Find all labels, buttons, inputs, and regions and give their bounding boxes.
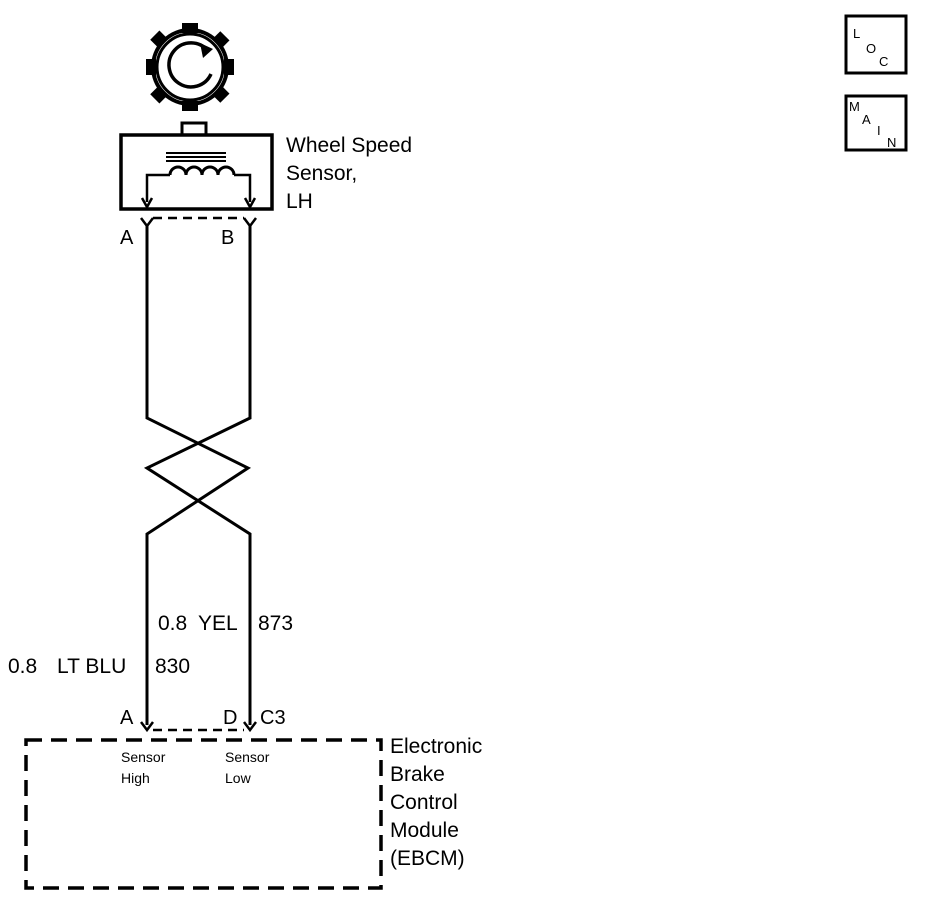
pin-a-desc-line2: High: [121, 770, 150, 786]
tone-wheel-icon: [146, 23, 234, 111]
sensor-pin-a: A: [120, 227, 134, 249]
twisted-pair-wires: [143, 226, 252, 725]
module-name-line4: Module: [390, 819, 459, 842]
wire-yel-color: YEL: [198, 612, 238, 635]
pin-d-desc-line1: Sensor: [225, 749, 270, 765]
module-name-line1: Electronic: [390, 735, 482, 758]
loc-letter-c: C: [879, 54, 888, 69]
module-pin-a: A: [120, 707, 134, 729]
module-name-line3: Control: [390, 791, 458, 814]
main-letter-m: M: [849, 99, 860, 114]
sensor-name-line1: Wheel Speed: [286, 134, 412, 157]
wire-yel-circuit: 873: [258, 612, 293, 635]
module-connector: [140, 721, 257, 733]
wire-ltblu-gauge: 0.8: [8, 655, 37, 678]
wire-a: [145, 226, 252, 725]
module-name-line5: (EBCM): [390, 847, 465, 870]
sensor-connector: [140, 216, 257, 229]
main-letter-n: N: [887, 135, 896, 150]
module-pin-d: D: [223, 707, 237, 729]
wire-ltblu-color: LT BLU: [57, 655, 126, 678]
pin-d-desc-line2: Low: [225, 770, 252, 786]
loc-letter-o: O: [866, 41, 876, 56]
wheel-speed-sensor-symbol: [119, 121, 274, 211]
module-name-line2: Brake: [390, 763, 445, 786]
main-button[interactable]: M A I N: [844, 94, 908, 152]
wire-ltblu-circuit: 830: [155, 655, 190, 678]
wire-yel-gauge: 0.8: [158, 612, 187, 635]
pin-a-desc-line1: Sensor: [121, 749, 166, 765]
wire-b: [143, 226, 252, 725]
sensor-pin-b: B: [221, 227, 234, 249]
module-connector-id: C3: [260, 707, 286, 729]
sensor-name-line3: LH: [286, 190, 313, 213]
main-letter-a: A: [862, 112, 871, 127]
sensor-name-line2: Sensor,: [286, 162, 357, 185]
ebcm-module-outline: [24, 738, 383, 890]
main-letter-i: I: [877, 123, 881, 138]
loc-button[interactable]: L O C: [844, 14, 908, 75]
loc-letter-l: L: [853, 26, 860, 41]
